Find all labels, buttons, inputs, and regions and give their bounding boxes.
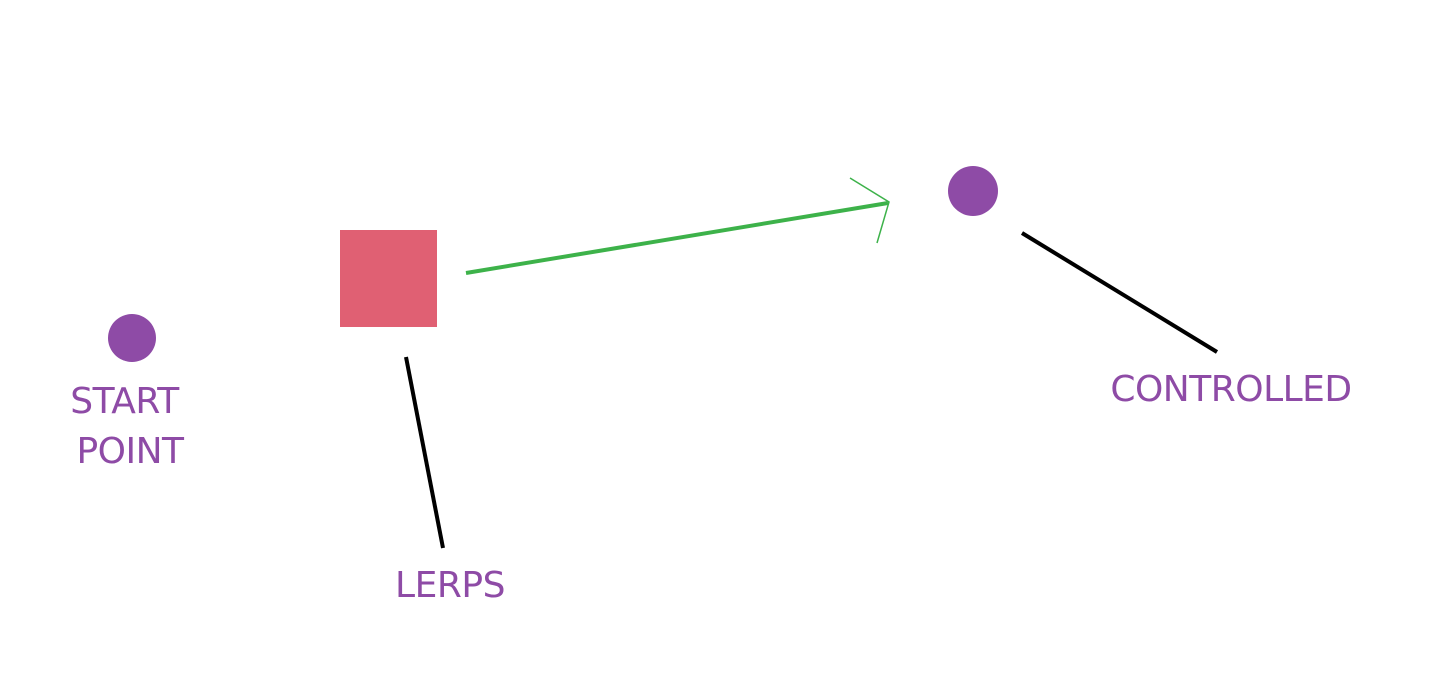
lerps-label: LERPS [395,565,505,606]
controlled-point-dot [948,166,998,216]
lerping-square [340,230,437,327]
controlled-label: CONTROLLED [1110,369,1351,410]
start-point-dot [108,314,156,362]
controlled-leader-line [1020,231,1219,354]
start-point-label: START POINT [70,381,190,472]
start-point-label-line1: START [70,381,180,422]
start-point-label-line2: POINT [76,431,185,472]
lerps-leader-line [404,356,445,549]
direction-arrow-shaft [465,201,889,275]
direction-arrow-head [849,177,890,244]
